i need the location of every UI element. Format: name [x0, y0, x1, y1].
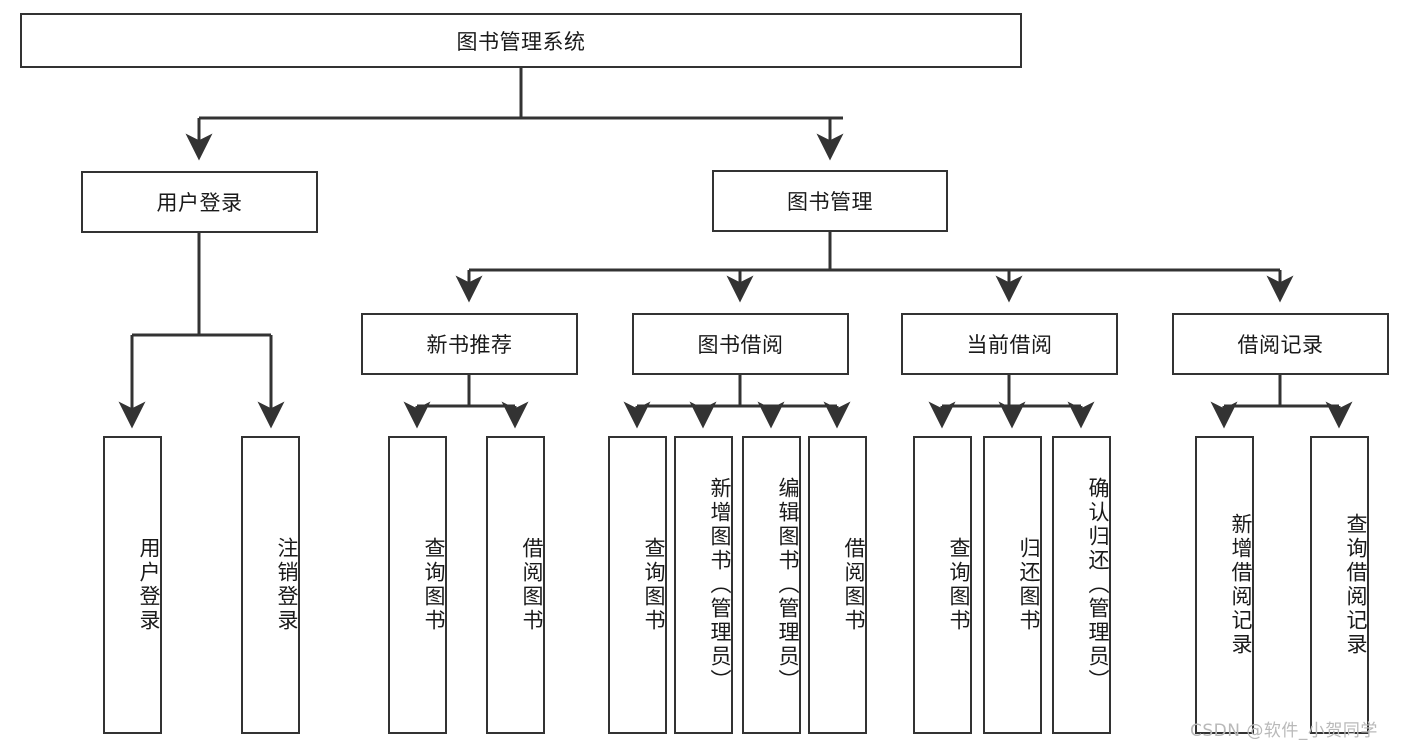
node-leaf-query-book[interactable]: 查询图书	[608, 436, 667, 734]
node-label: 新书推荐	[426, 333, 513, 357]
node-label: 查询图书	[422, 537, 446, 633]
node-leaf-add-borrow-record[interactable]: 新增借阅记录	[1195, 436, 1254, 734]
node-label: 当前借阅	[966, 333, 1053, 357]
node-label: 新增借阅记录	[1229, 513, 1253, 657]
node-leaf-query-borrow-record[interactable]: 查询借阅记录	[1310, 436, 1369, 734]
watermark: CSDN @软件_小贺同学	[1190, 721, 1378, 741]
node-label: 借阅图书	[520, 537, 544, 633]
node-label: 编辑图书（管理员）	[776, 477, 800, 693]
node-label: 新增图书（管理员）	[708, 477, 732, 693]
node-label: 借阅记录	[1237, 333, 1324, 357]
node-leaf-logout[interactable]: 注销登录	[241, 436, 300, 734]
node-label: 查询借阅记录	[1344, 513, 1368, 657]
node-label: 借阅图书	[842, 537, 866, 633]
node-label: 查询图书	[947, 537, 971, 633]
node-new-book-recommend[interactable]: 新书推荐	[361, 313, 578, 375]
node-label: 归还图书	[1017, 537, 1041, 633]
node-leaf-user-login[interactable]: 用户登录	[103, 436, 162, 734]
node-label: 图书借阅	[697, 333, 784, 357]
node-borrow-record[interactable]: 借阅记录	[1172, 313, 1389, 375]
node-leaf-query-book-current[interactable]: 查询图书	[913, 436, 972, 734]
node-leaf-query-book-recommend[interactable]: 查询图书	[388, 436, 447, 734]
node-label: 用户登录	[156, 191, 243, 215]
node-leaf-return-book[interactable]: 归还图书	[983, 436, 1042, 734]
node-book-borrow[interactable]: 图书借阅	[632, 313, 849, 375]
node-book-management[interactable]: 图书管理	[712, 170, 948, 232]
node-leaf-edit-book-admin[interactable]: 编辑图书（管理员）	[742, 436, 801, 734]
node-label: 图书管理	[787, 190, 873, 214]
node-leaf-borrow-book-recommend[interactable]: 借阅图书	[486, 436, 545, 734]
node-leaf-confirm-return-admin[interactable]: 确认归还（管理员）	[1052, 436, 1111, 734]
node-leaf-borrow-book[interactable]: 借阅图书	[808, 436, 867, 734]
node-root-system[interactable]: 图书管理系统	[20, 13, 1022, 68]
node-label: 查询图书	[642, 537, 666, 633]
node-label: 图书管理系统	[456, 29, 586, 54]
node-label: 用户登录	[137, 537, 161, 633]
node-leaf-add-book-admin[interactable]: 新增图书（管理员）	[674, 436, 733, 734]
node-label: 确认归还（管理员）	[1086, 477, 1110, 693]
node-current-borrow[interactable]: 当前借阅	[901, 313, 1118, 375]
node-user-login[interactable]: 用户登录	[81, 171, 318, 233]
node-label: 注销登录	[275, 537, 299, 633]
